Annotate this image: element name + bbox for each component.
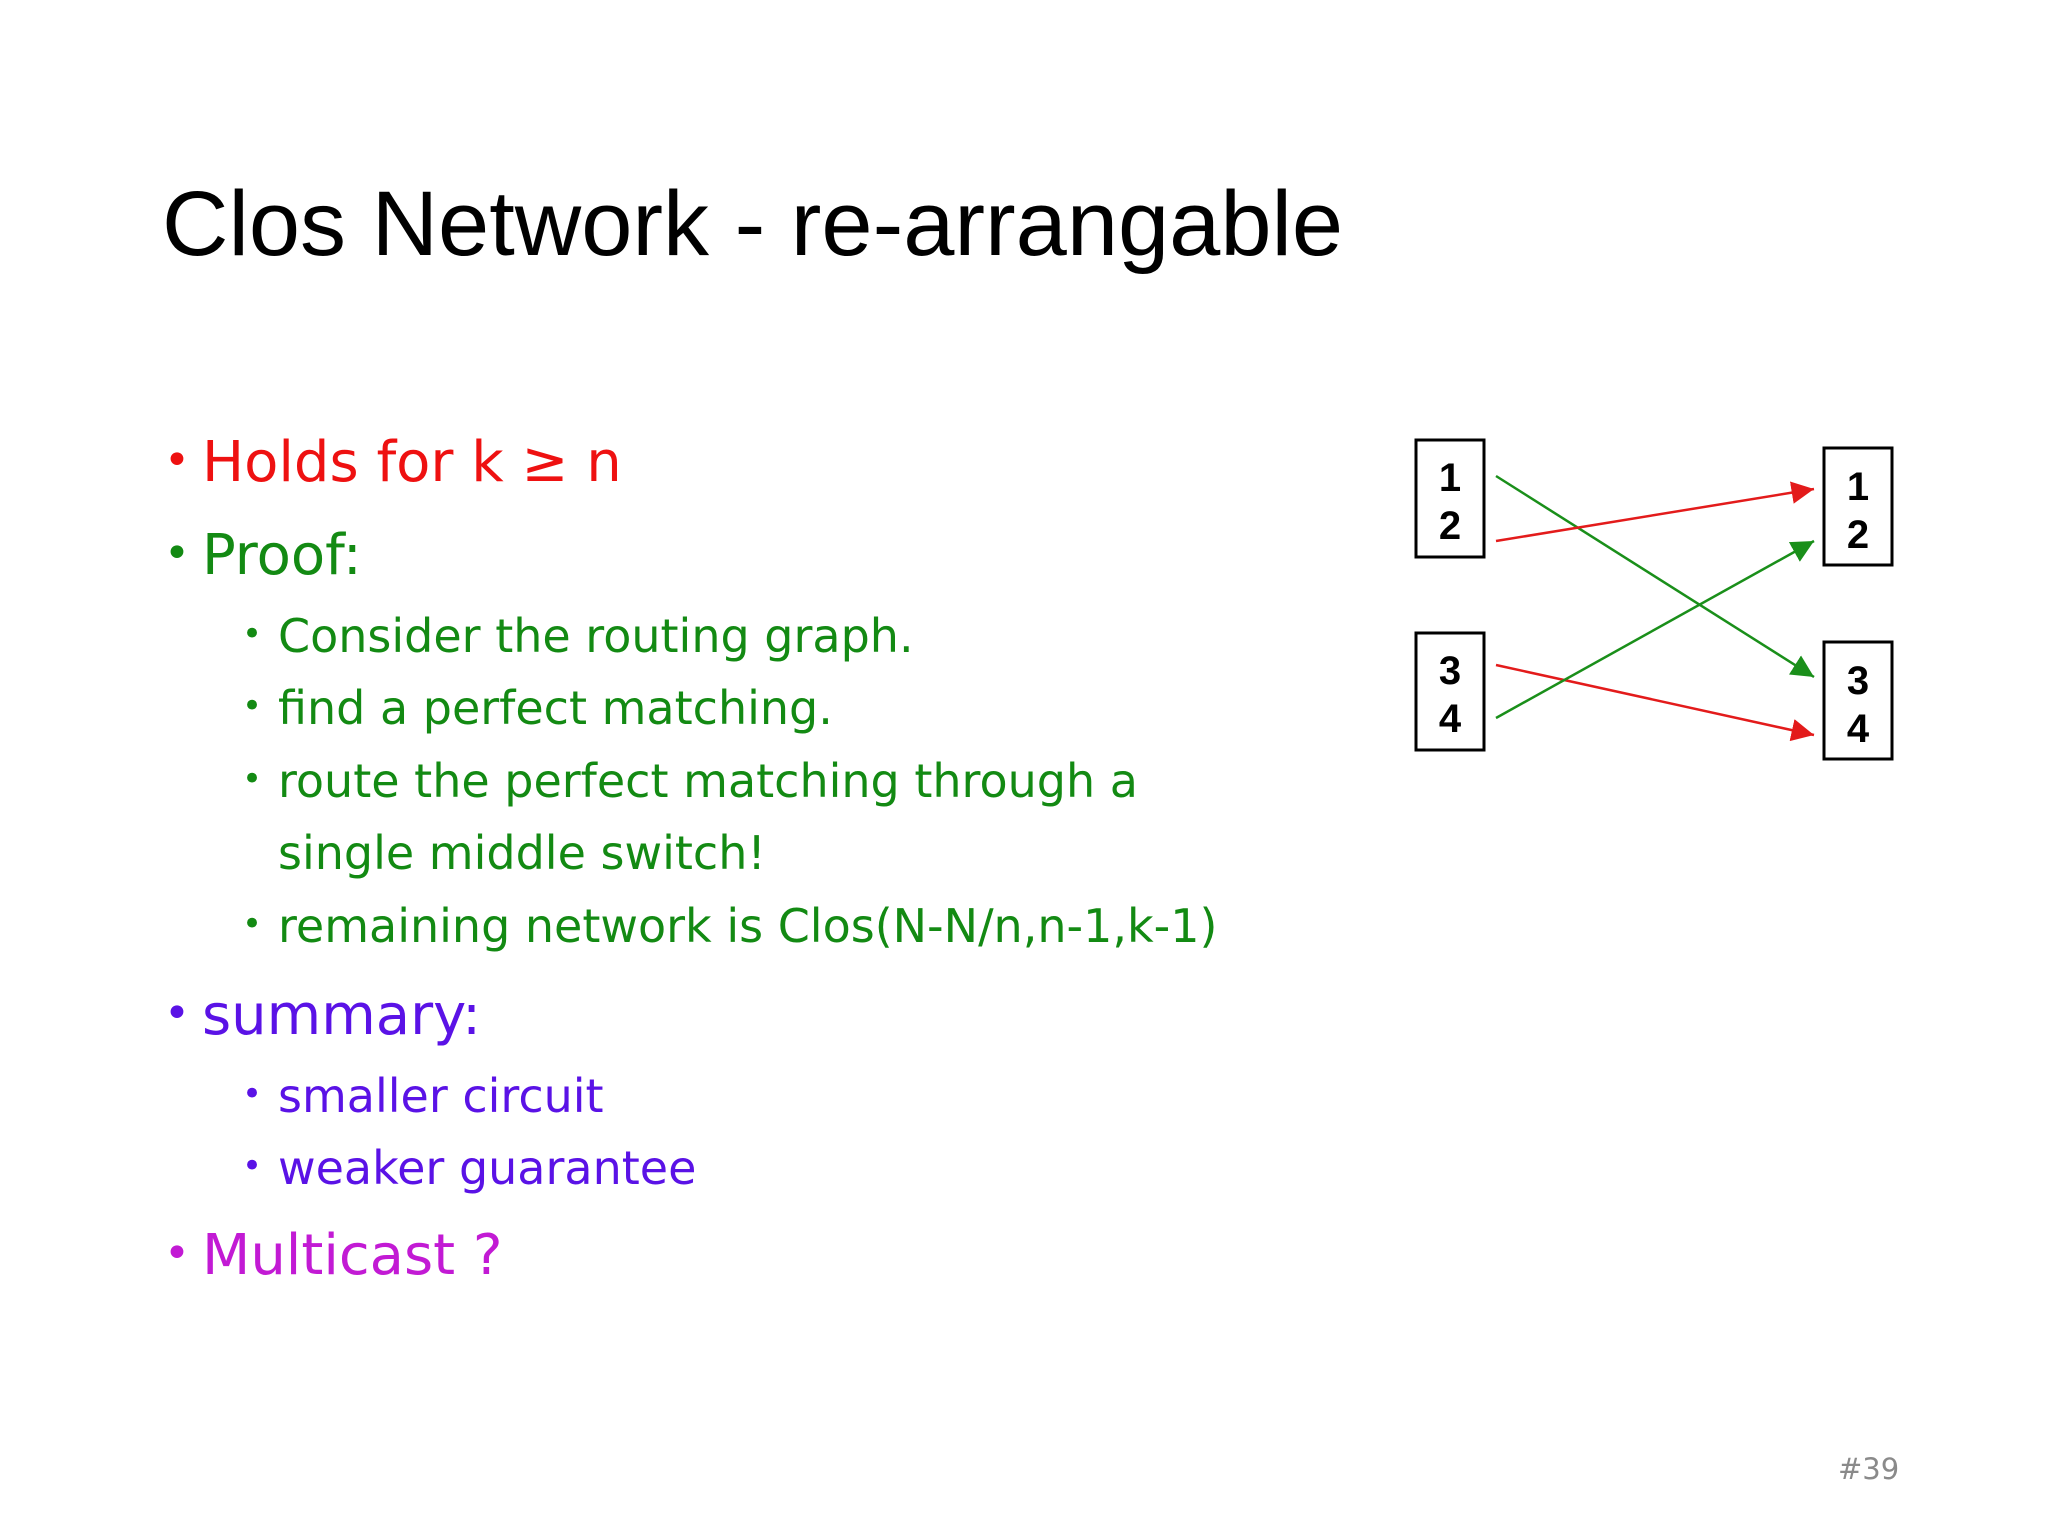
bullet-dot: • (164, 435, 190, 486)
bullet-text: weaker guarantee (278, 1141, 697, 1195)
bullet-text: find a perfect matching. (278, 681, 833, 735)
left-box-2-bottom-label: 4 (1439, 697, 1462, 741)
bullet-text: Consider the routing graph. (278, 609, 914, 663)
bullet-dot: • (242, 1074, 263, 1114)
bullet-dot: • (242, 759, 263, 799)
bullet-text: single middle switch! (278, 826, 766, 880)
sub-bullet-perfect-matching: • find a perfect matching. (242, 685, 833, 731)
left-box-2-top-label: 3 (1439, 649, 1461, 693)
right-box-1-bottom-label: 2 (1847, 513, 1869, 557)
right-box-2-top-label: 3 (1847, 659, 1869, 703)
bullet-text: Holds for k ≥ n (202, 430, 622, 495)
page-number: #39 (1838, 1452, 1900, 1486)
bullet-dot: • (242, 1146, 263, 1186)
bullet-dot: • (242, 904, 263, 944)
left-switch-box-2: 3 4 (1414, 631, 1486, 752)
bullet-dot: • (164, 1228, 190, 1279)
bullet-dot: • (242, 614, 263, 654)
sub-bullet-route-matching: • route the perfect matching through a (242, 758, 1138, 804)
bullet-text: Multicast ? (202, 1223, 503, 1288)
edge-left3-to-right4 (1495, 663, 1815, 742)
sub-bullet-routing-graph: • Consider the routing graph. (242, 613, 914, 659)
bullet-multicast: • Multicast ? (164, 1228, 503, 1284)
bullet-text: Proof: (202, 523, 362, 588)
sub-bullet-continuation: single middle switch! (278, 830, 766, 876)
bullet-dot: • (164, 988, 190, 1039)
sub-bullet-remaining-network: • remaining network is Clos(N-N/n,n-1,k-… (242, 903, 1217, 949)
bullet-text: summary: (202, 983, 482, 1048)
bullet-dot: • (242, 686, 263, 726)
edge-left4-to-right2 (1495, 539, 1815, 720)
right-box-1-top-label: 1 (1847, 465, 1869, 509)
edge-left1-to-right3 (1495, 474, 1815, 679)
bullet-dot: • (164, 528, 190, 579)
slide-title: Clos Network - re-arrangable (162, 173, 1344, 275)
edge-left2-to-right1 (1495, 481, 1815, 543)
left-box-1-top-label: 1 (1439, 456, 1461, 500)
sub-bullet-smaller-circuit: • smaller circuit (242, 1073, 604, 1119)
right-box-2-bottom-label: 4 (1847, 707, 1870, 751)
bullet-text: remaining network is Clos(N-N/n,n-1,k-1) (278, 899, 1218, 953)
right-switch-box-1: 1 2 (1822, 446, 1894, 567)
bullet-text: smaller circuit (278, 1069, 604, 1123)
bullet-summary: • summary: (164, 988, 481, 1044)
left-switch-box-1: 1 2 (1414, 438, 1486, 559)
left-box-1-bottom-label: 2 (1439, 504, 1461, 548)
bullet-proof: • Proof: (164, 528, 362, 584)
bullet-holds-for: • Holds for k ≥ n (164, 435, 622, 491)
sub-bullet-weaker-guarantee: • weaker guarantee (242, 1145, 696, 1191)
right-switch-box-2: 3 4 (1822, 640, 1894, 761)
bullet-text: route the perfect matching through a (278, 754, 1138, 808)
